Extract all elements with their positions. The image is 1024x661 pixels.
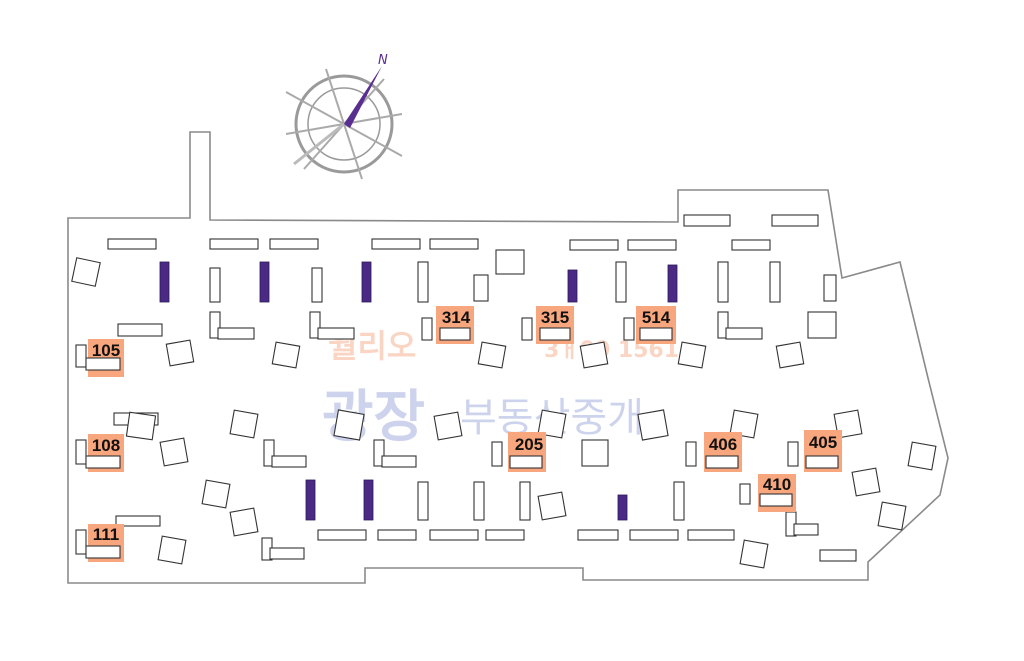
svg-text:315: 315 [541, 308, 569, 327]
site-boundary [67, 131, 949, 584]
building-314[interactable]: 314 [421, 306, 474, 344]
svg-text:410: 410 [763, 475, 791, 494]
purple-buildings [159, 261, 678, 521]
building-111[interactable]: 111 [75, 524, 124, 562]
highlighted-buildings: 105 108 111 314 315 [75, 306, 842, 562]
svg-text:205: 205 [515, 435, 543, 454]
svg-text:111: 111 [93, 525, 120, 544]
building-105[interactable]: 105 [75, 339, 124, 377]
svg-text:108: 108 [92, 436, 120, 455]
svg-text:406: 406 [709, 435, 737, 454]
building-205[interactable]: 205 [491, 432, 546, 472]
svg-text:105: 105 [92, 341, 120, 360]
svg-text:314: 314 [442, 308, 471, 327]
svg-text:514: 514 [642, 308, 671, 327]
compass-icon: N [285, 53, 403, 180]
building-405[interactable]: 405 [787, 430, 842, 472]
building-514[interactable]: 514 [623, 306, 676, 344]
compass-needle [344, 66, 382, 128]
building-315[interactable]: 315 [521, 306, 574, 344]
cluster-buildings [71, 257, 937, 569]
compass-north-label: N [378, 53, 388, 68]
building-406[interactable]: 406 [685, 432, 742, 472]
vertical-buildings [209, 249, 837, 521]
svg-text:405: 405 [809, 433, 837, 452]
building-410[interactable]: 410 [739, 474, 796, 512]
building-rows [107, 214, 819, 541]
building-108[interactable]: 108 [75, 434, 124, 472]
